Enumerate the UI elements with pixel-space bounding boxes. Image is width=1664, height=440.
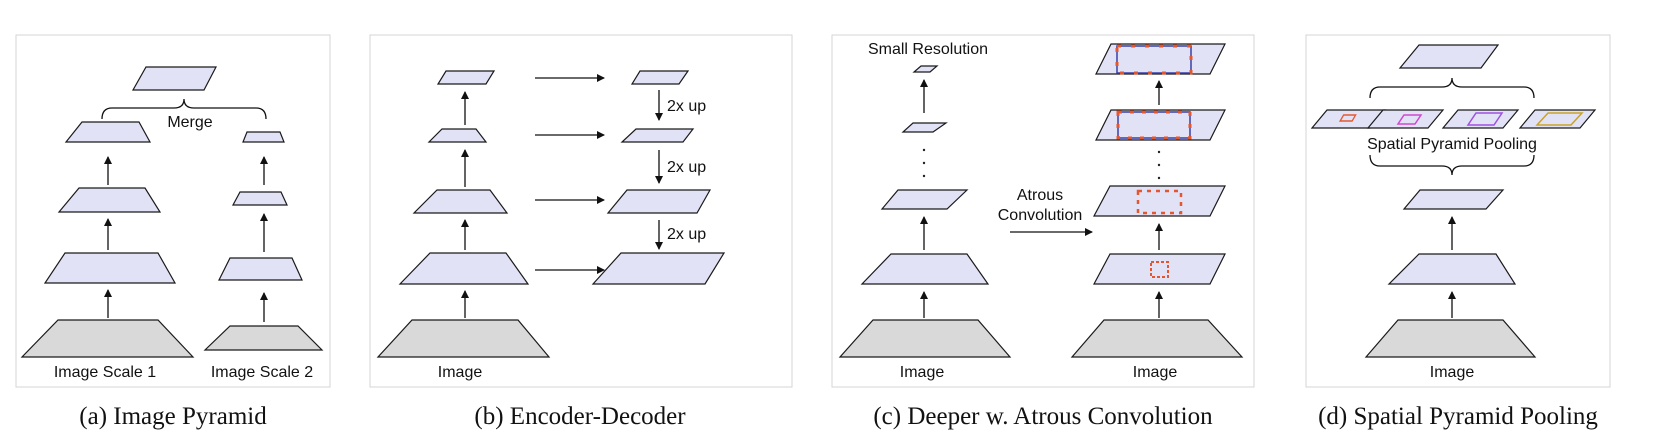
feature-plane: [231, 191, 288, 206]
panel-image-pyramid: Merge Image Scale 1 Image Scale 2 (a) Im…: [15, 34, 331, 430]
feature-plane: [57, 187, 162, 213]
image-label-right: Image: [1133, 364, 1178, 381]
caption-c: (c) Deeper w. Atrous Convolution: [873, 403, 1213, 430]
caption-a: (a) Image Pyramid: [79, 403, 267, 430]
decoder-plane: [606, 189, 712, 214]
ellipsis-dot: [922, 174, 926, 178]
ellipsis-dot: [922, 161, 926, 165]
pooled-plane-3: [1441, 109, 1520, 129]
pool-bin-3x3: [1466, 112, 1504, 126]
panel-spatial-pyramid-pooling: Spatial Pyramid Pooling Image (d) Spatia…: [1305, 34, 1611, 430]
feature-plane: [1093, 253, 1226, 285]
image-plane: [838, 319, 1012, 358]
feature-plane: [43, 252, 177, 284]
pool-bin-2x2: [1396, 114, 1423, 125]
ellipsis-dot: [1157, 176, 1161, 180]
feature-plane: [880, 189, 969, 210]
encoder-plane: [436, 70, 496, 85]
spp-lower-brace: [1369, 154, 1535, 176]
concat-plane: [1398, 44, 1500, 69]
merge-label: Merge: [167, 114, 212, 131]
image-plane: [1364, 319, 1537, 358]
decoder-plane: [620, 128, 695, 143]
feature-plane: [1402, 189, 1505, 210]
encoder-plane: [412, 189, 509, 214]
merged-plane: [131, 66, 217, 91]
feature-plane: [242, 131, 285, 143]
caption-d: (d) Spatial Pyramid Pooling: [1318, 403, 1598, 430]
ellipsis-dot: [1157, 163, 1161, 167]
encoder-plane: [427, 128, 488, 143]
image-plane: [376, 319, 551, 358]
merge-brace: [101, 98, 267, 120]
encoder-plane: [398, 252, 530, 285]
feature-plane: [901, 122, 948, 133]
upsample-label: 2x up: [667, 98, 706, 115]
small-resolution-plane: [912, 65, 939, 73]
feature-plane: [1095, 43, 1226, 75]
image-scale-1-label: Image Scale 1: [54, 364, 156, 381]
spp-upper-brace: [1369, 77, 1535, 99]
feature-plane: [64, 121, 152, 143]
pool-bin-4x4: [1535, 112, 1584, 126]
image-label: Image: [438, 364, 483, 381]
feature-plane: [1095, 109, 1226, 141]
image-label: Image: [1430, 364, 1475, 381]
pool-bin-1x1: [1338, 114, 1357, 122]
atrous-kernel-rate2: [1136, 189, 1183, 215]
image-scale-2-label: Image Scale 2: [211, 364, 313, 381]
ellipsis-dot: [1157, 150, 1161, 154]
feature-plane: [1093, 185, 1226, 217]
upsample-label: 2x up: [667, 159, 706, 176]
image-plane-scale2: [203, 325, 324, 351]
caption-b: (b) Encoder-Decoder: [474, 403, 686, 430]
decoder-plane: [591, 252, 726, 285]
atrous-kernel-rate8: [1115, 44, 1193, 75]
atrous-kernel-rate1: [1150, 261, 1169, 278]
image-label-left: Image: [900, 364, 945, 381]
small-resolution-label: Small Resolution: [868, 41, 988, 58]
panel-atrous-convolution: Small Resolution Atrous Convolution Imag…: [831, 34, 1255, 430]
feature-plane: [1387, 253, 1517, 285]
pooled-plane-2: [1366, 109, 1445, 129]
upsample-label: 2x up: [667, 226, 706, 243]
atrous-kernel-rate4: [1116, 110, 1192, 140]
image-plane: [1070, 319, 1244, 358]
image-plane-scale1: [20, 319, 195, 358]
spp-label: Spatial Pyramid Pooling: [1367, 136, 1537, 153]
atrous-label-line2: Convolution: [998, 207, 1083, 224]
ellipsis-dot: [922, 148, 926, 152]
panel-encoder-decoder: 2x up 2x up 2x up Image (b) Encoder-Deco…: [369, 34, 793, 430]
atrous-label-line1: Atrous: [1017, 187, 1063, 204]
feature-plane: [218, 257, 303, 281]
decoder-plane: [630, 70, 690, 85]
feature-plane: [860, 253, 990, 285]
